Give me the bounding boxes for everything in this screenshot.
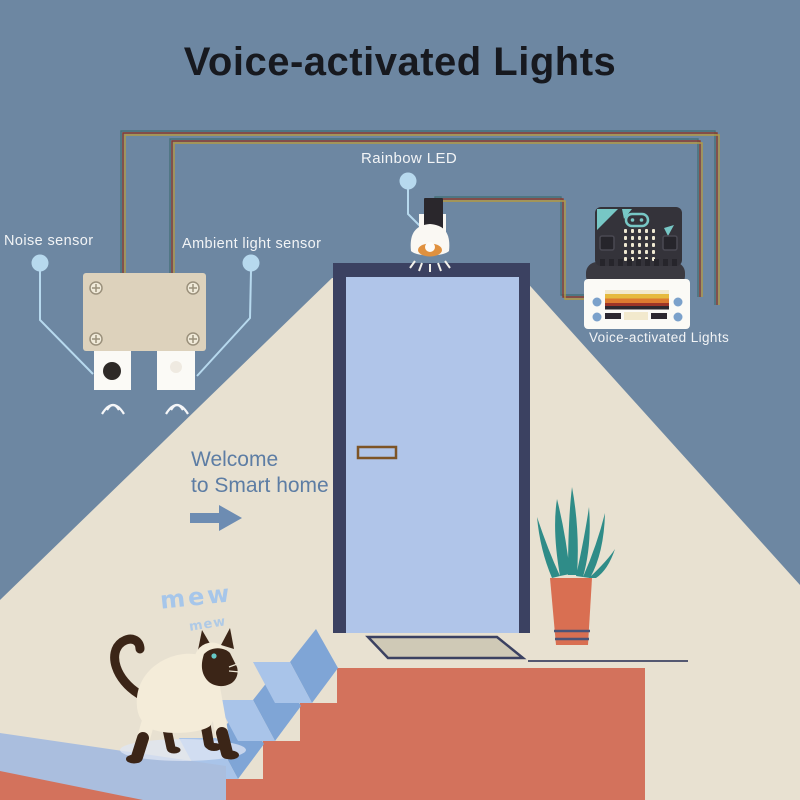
doormat <box>365 635 527 660</box>
wire-sensor-inner <box>169 138 703 297</box>
label-leaders <box>31 172 422 377</box>
rainbow-led-label: Rainbow LED <box>361 150 458 167</box>
rainbow-led-lamp-icon <box>409 198 451 272</box>
door-panel <box>346 277 519 633</box>
pot <box>550 578 592 645</box>
cat-body <box>136 653 221 733</box>
microbit-buttons <box>599 235 678 251</box>
wire-ribbon <box>120 130 720 305</box>
cat-whiskers <box>228 662 241 673</box>
screw-icon <box>89 281 200 346</box>
cat-eye <box>211 653 217 659</box>
light-rays <box>409 260 451 272</box>
microbit-face-icon <box>624 212 650 228</box>
ambient-light-sensor-label: Ambient light sensor <box>182 236 322 252</box>
label-dot <box>399 172 417 190</box>
plant-leaves <box>537 487 615 578</box>
siamese-cat <box>110 628 246 764</box>
cat-face-mask <box>201 648 238 687</box>
plant-pot <box>537 487 615 645</box>
wire-sensor-outer <box>120 130 720 305</box>
page-title: Voice-activated Lights <box>183 40 617 84</box>
lamp-bulb <box>425 242 435 252</box>
floor-coral-strip <box>0 771 143 800</box>
microbit-teal-corner <box>597 209 618 230</box>
porch-face <box>226 668 645 800</box>
door <box>333 263 530 633</box>
door-handle <box>356 445 398 460</box>
signal-waves-icon <box>101 403 189 415</box>
voice-activated-lights-caption: Voice-activated Lights <box>589 330 730 345</box>
microbit-device <box>584 207 690 329</box>
connector-teeth <box>600 259 677 266</box>
noise-sensor-label: Noise sensor <box>4 233 94 249</box>
cat-ear-right <box>221 628 234 649</box>
sensor-board <box>83 273 206 415</box>
right-arrow-icon <box>190 505 242 531</box>
noise-sensor-mic <box>103 362 121 380</box>
label-dot <box>242 254 260 272</box>
edge-connector-stripes <box>605 290 669 310</box>
label-dot <box>31 254 49 272</box>
cat-tail <box>110 634 145 699</box>
ambient-light-sensor-cell <box>170 361 182 373</box>
mount-holes <box>592 297 683 322</box>
lamp-socket <box>424 198 443 229</box>
